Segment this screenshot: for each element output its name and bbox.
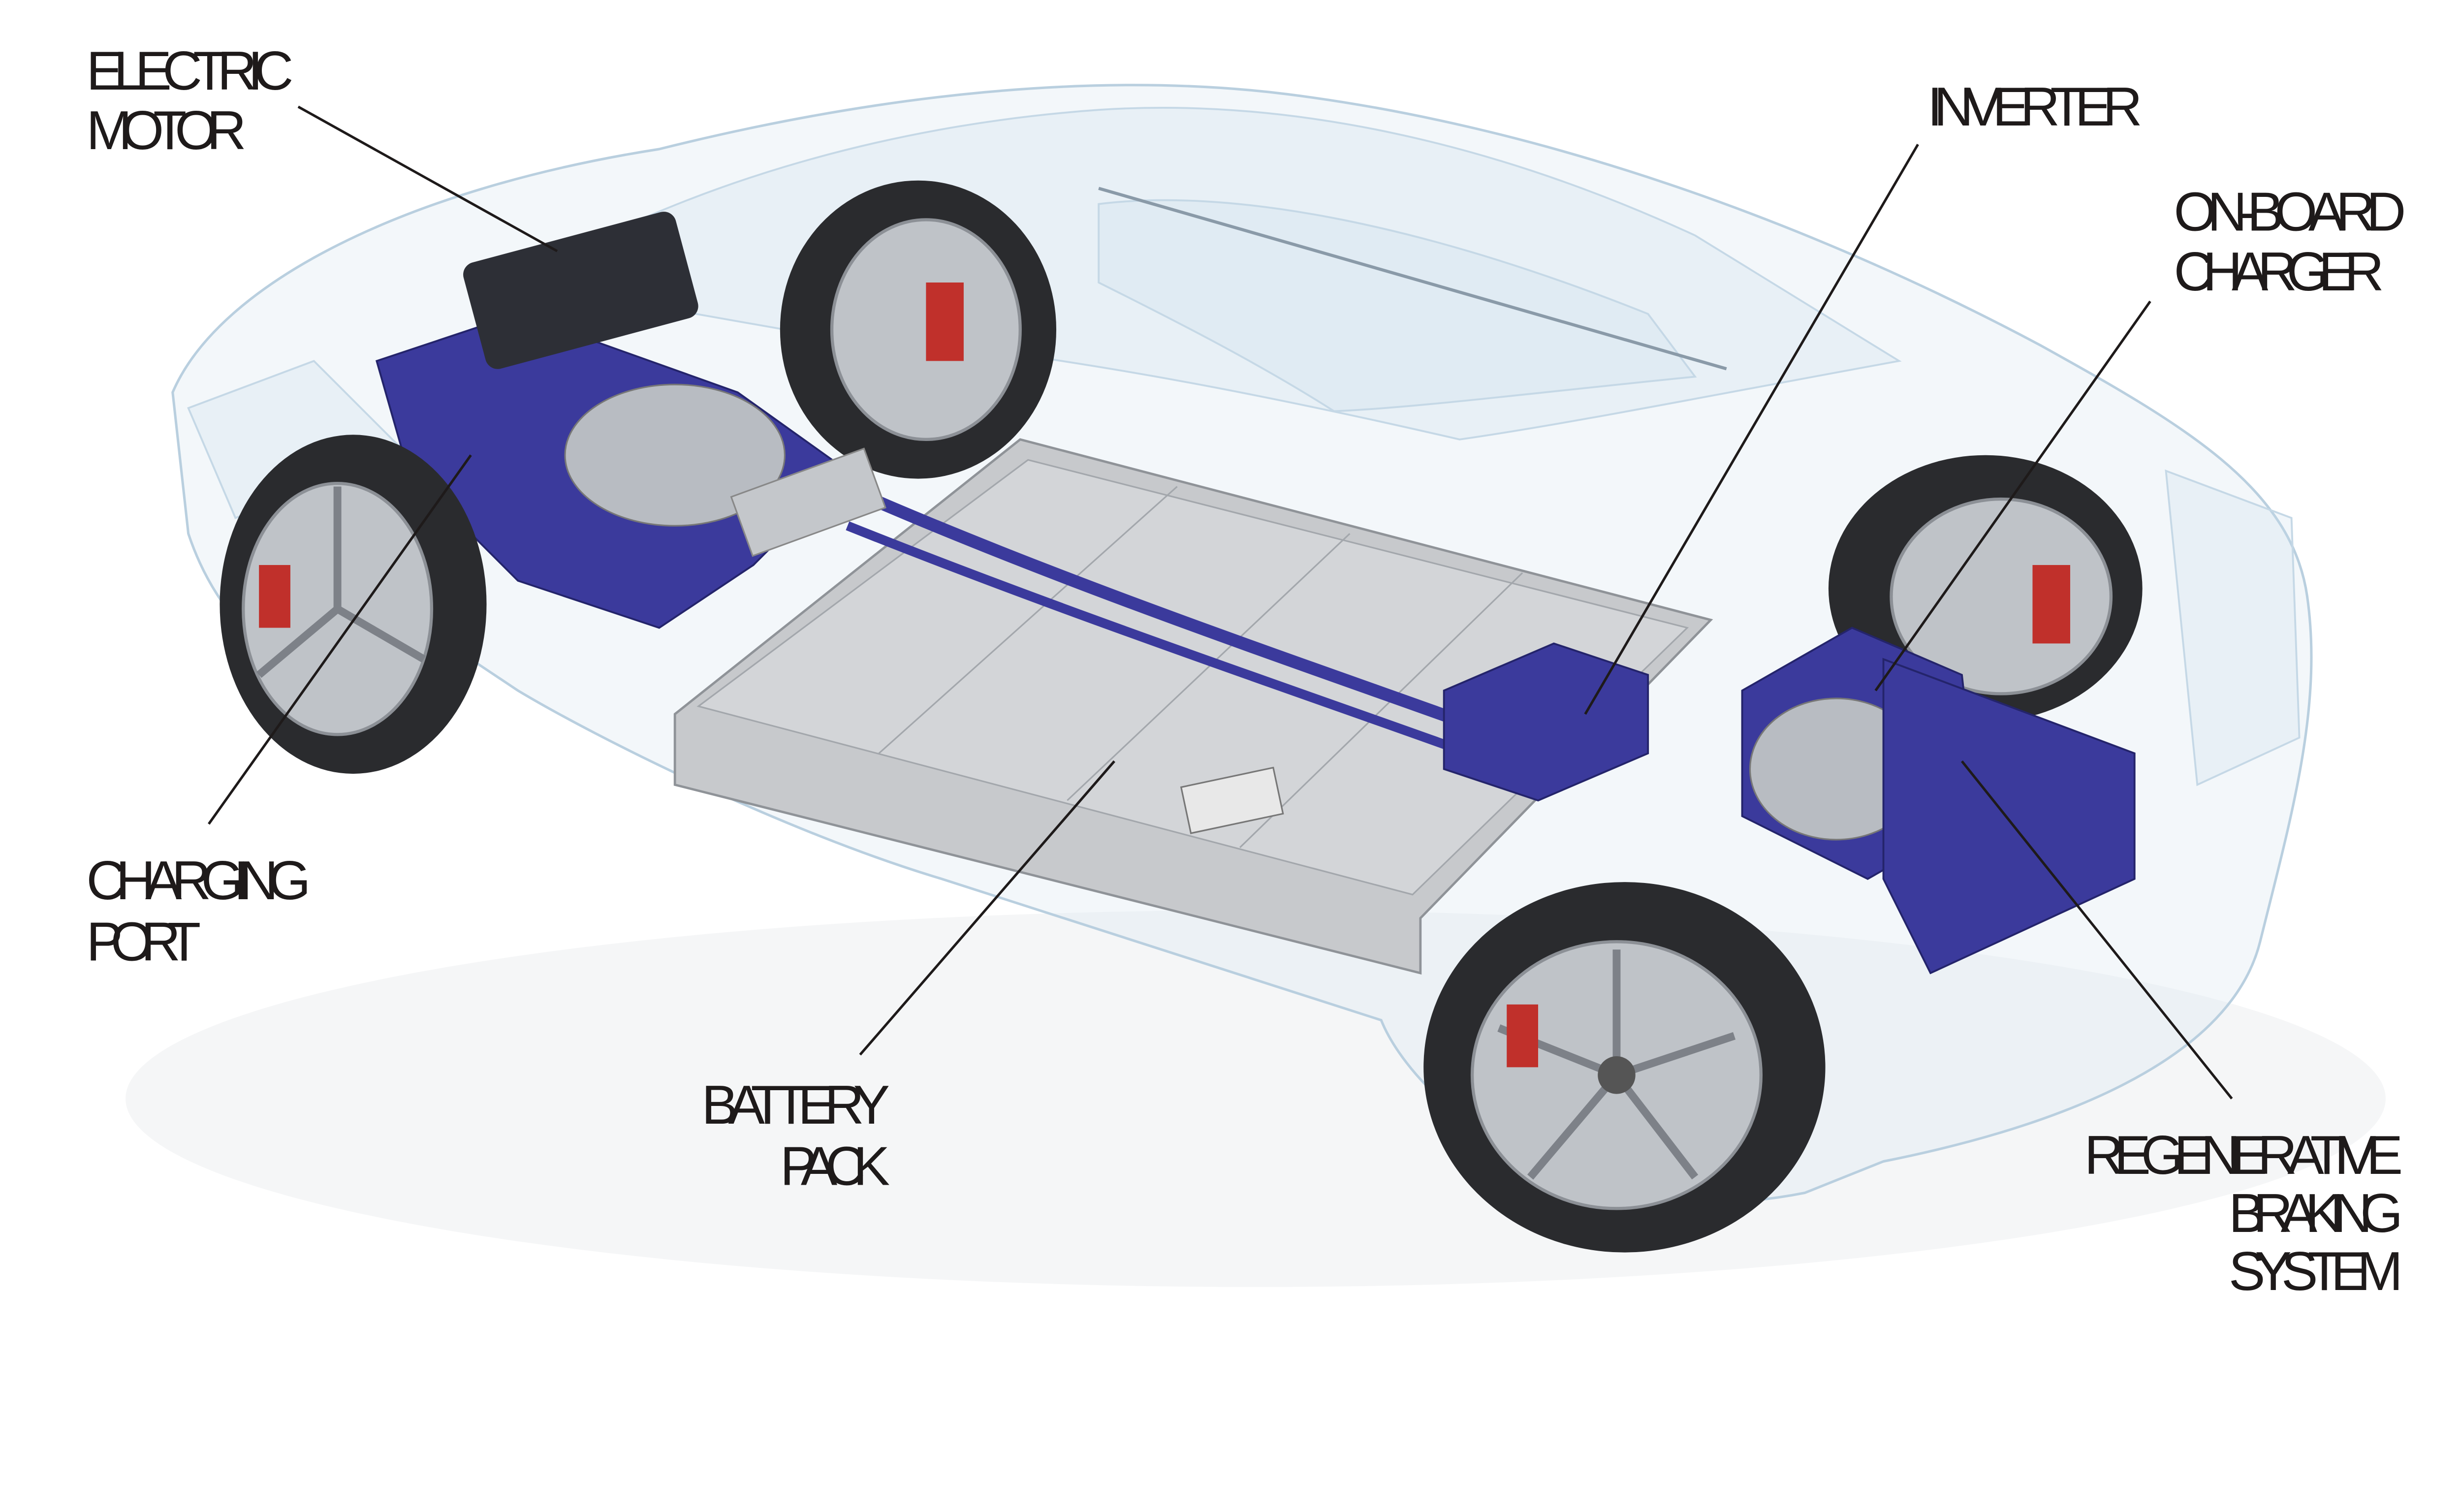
motor-housing [564, 383, 786, 527]
label-line: CHARGING [86, 850, 311, 911]
label-line: PACK [780, 1135, 890, 1197]
brake-caliper [1507, 1004, 1538, 1068]
leader-on-board-charger [1874, 300, 2151, 692]
leader-battery-pack [859, 760, 1115, 1056]
inverter-unit [1443, 642, 1649, 802]
leader-inverter [1584, 144, 1919, 715]
label-line: CHARGER [2174, 241, 2384, 302]
label-regenerative-braking: REGENERATIVE BRAKING SYSTEM [2084, 1124, 2403, 1302]
leader-electric-motor [297, 105, 558, 252]
ground-shadow [126, 910, 2386, 1287]
rear-left-wheel [780, 180, 1057, 479]
rear-drive-unit [1443, 627, 2136, 975]
brake-caliper [259, 565, 290, 628]
front-right-wheel [1423, 882, 1826, 1253]
ev-cutaway-diagram: ELECTRIC MOTOR INVERTER ON-BOARD CHARGER… [86, 39, 2406, 1302]
label-on-board-charger: ON-BOARD CHARGER [2174, 181, 2406, 302]
label-line: ON-BOARD [2174, 181, 2406, 243]
front-drive-unit [375, 212, 886, 629]
label-line: BATTERY [701, 1074, 890, 1135]
battery-label-plate [1180, 766, 1284, 834]
high-voltage-cables [846, 521, 1493, 766]
label-line: BRAKING [2229, 1182, 2403, 1244]
junction-box [730, 447, 886, 557]
label-line: PORT [86, 911, 201, 973]
label-battery-pack: BATTERY PACK [701, 1074, 890, 1197]
label-inverter: INVERTER [1927, 76, 2143, 137]
electric-motor [463, 212, 698, 369]
label-electric-motor: ELECTRIC MOTOR [86, 40, 293, 161]
high-voltage-cables [876, 496, 1509, 744]
label-charging-port: CHARGING PORT [86, 850, 311, 972]
brake-caliper [926, 282, 964, 361]
brake-caliper [2032, 565, 2070, 644]
label-line: MOTOR [86, 99, 246, 161]
roof-rail [1098, 187, 1727, 371]
leader-charging-port [208, 454, 472, 825]
leader-regenerative-braking [1960, 760, 2233, 1100]
label-line: REGENERATIVE [2084, 1124, 2403, 1186]
label-line: INVERTER [1927, 76, 2143, 137]
label-line: SYSTEM [2229, 1240, 2403, 1302]
front-left-wheel [220, 435, 487, 774]
label-line: ELECTRIC [86, 40, 293, 101]
